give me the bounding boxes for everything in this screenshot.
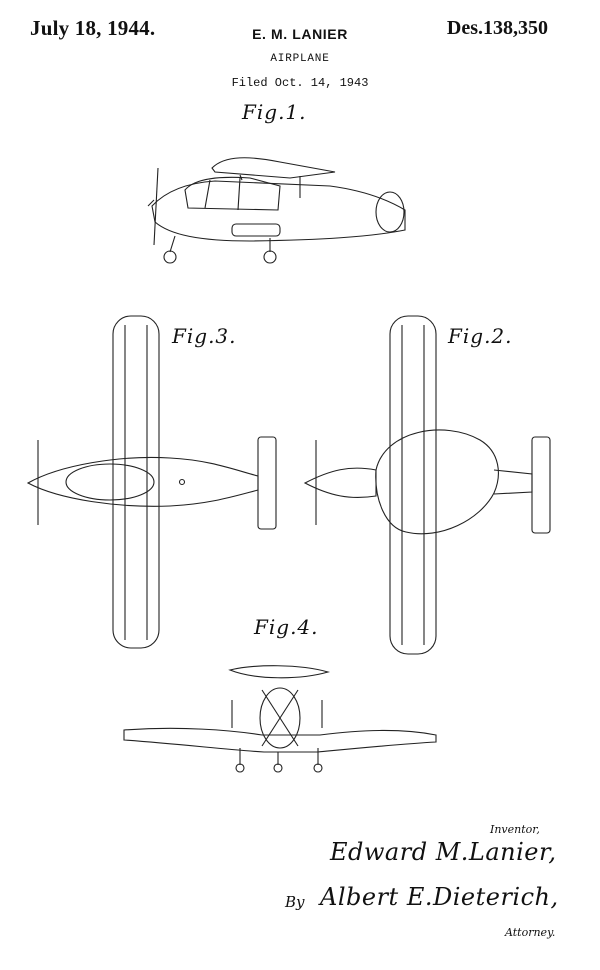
fig3-label: Fig.3. (172, 324, 237, 348)
fig4-label: Fig.4. (254, 615, 319, 639)
patent-number: Des.138,350 (446, 17, 548, 39)
fig2-label: Fig.2. (448, 324, 513, 348)
fig4-front-view (123, 665, 437, 773)
by-label: By (285, 893, 305, 911)
fig1-label: Fig.1. (242, 100, 307, 124)
inventor-signature: Edward M.Lanier, (330, 838, 557, 866)
patent-date: July 18, 1944. (30, 16, 156, 40)
filed-date: Filed Oct. 14, 1943 (231, 76, 369, 90)
attorney-signature: Albert E.Dieterich, (320, 883, 559, 911)
fig3-top-view (26, 315, 277, 649)
inventor-header: E. M. LANIER (252, 26, 348, 42)
fig2-bottom-view (303, 315, 551, 655)
inventor-caption: Inventor, (490, 823, 540, 836)
attorney-caption: Attorney. (505, 926, 556, 939)
patent-title: AIRPLANE (270, 53, 330, 65)
fig1-side-view (147, 157, 406, 264)
